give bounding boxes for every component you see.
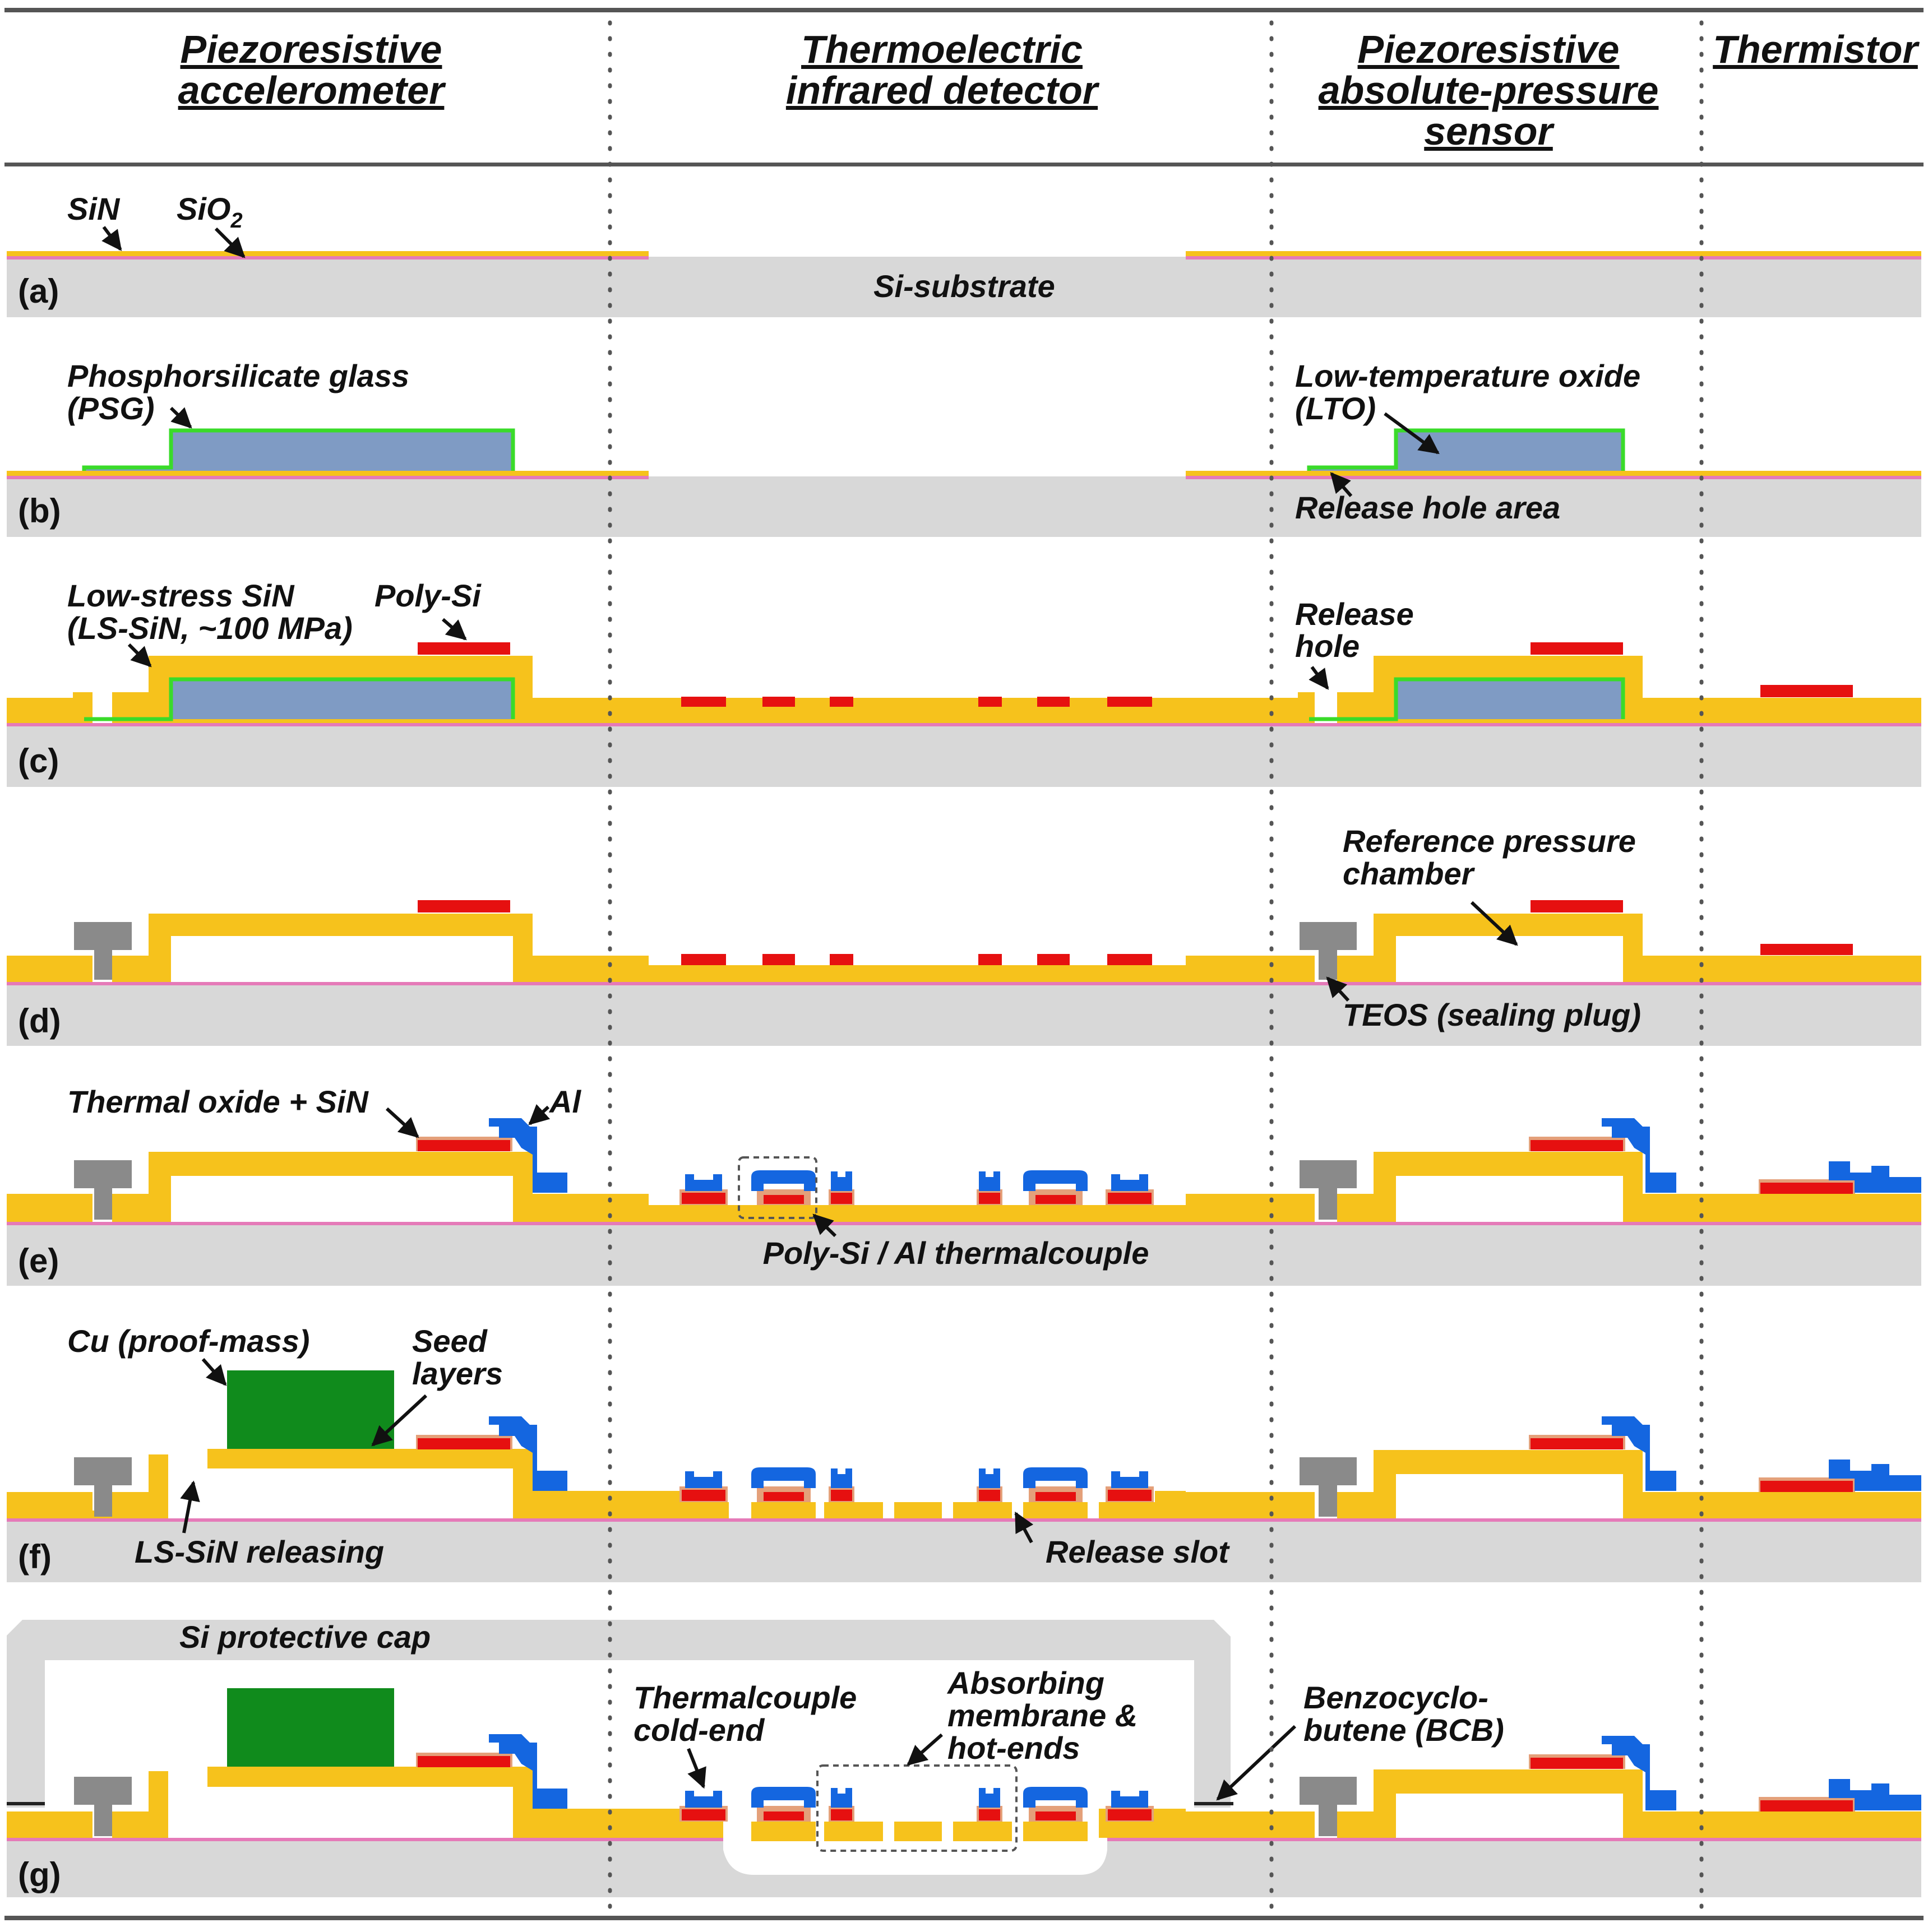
top-rule bbox=[4, 8, 1924, 12]
substrate-b bbox=[7, 476, 1921, 537]
bcb-label-1: Benzocyclo- bbox=[1303, 1680, 1488, 1715]
release-hole-area-label: Release hole area bbox=[1295, 490, 1560, 525]
lto-label-2: (LTO) bbox=[1295, 391, 1376, 426]
ref-chamber-label-2: chamber bbox=[1343, 856, 1476, 891]
header-col1-line1: Piezoresistive bbox=[181, 27, 442, 71]
step-label-g: (g) bbox=[18, 1856, 61, 1893]
cu-mass-label: Cu (proof-mass) bbox=[67, 1323, 309, 1359]
header-col3-line3: sensor bbox=[1424, 109, 1555, 153]
release-hole-label-1: Release bbox=[1295, 596, 1414, 632]
header-col4-line1: Thermistor bbox=[1713, 27, 1920, 71]
sin-label: SiN bbox=[67, 191, 121, 226]
sio2-left-a bbox=[7, 256, 649, 260]
release-hole-label-2: hole bbox=[1295, 628, 1360, 664]
header-col2: Thermoelectric infrared detector bbox=[786, 27, 1100, 112]
header-col3-line1: Piezoresistive bbox=[1358, 27, 1620, 71]
absorb-label-3: hot-ends bbox=[947, 1730, 1080, 1766]
step-label-b: (b) bbox=[18, 492, 61, 530]
released-membrane-segments-f bbox=[649, 1491, 1186, 1518]
substrate-a bbox=[7, 257, 1921, 317]
header-rule bbox=[4, 163, 1924, 166]
step-label-d: (d) bbox=[18, 1002, 61, 1040]
cu-proof-mass-f bbox=[227, 1370, 394, 1449]
row-f: (f) Cu (proof-mass) Seed layers LS-SiN r… bbox=[7, 1323, 1921, 1582]
sio2-label: SiO2 bbox=[177, 191, 243, 233]
ls-sin-label-2: (LS-SiN, ~100 MPa) bbox=[67, 610, 353, 646]
row-g: (g) Si protective cap Thermalcouple cold… bbox=[7, 1619, 1921, 1897]
sin-right-a bbox=[1186, 251, 1921, 257]
substrate-f bbox=[7, 1522, 1921, 1582]
si-substrate-label: Si-substrate bbox=[873, 268, 1055, 304]
tc-cold-label-2: cold-end bbox=[634, 1712, 765, 1748]
ls-sin-releasing-label: LS-SiN releasing bbox=[135, 1534, 384, 1569]
teos-label: TEOS (sealing plug) bbox=[1343, 997, 1641, 1032]
ref-chamber-label-1: Reference pressure bbox=[1343, 823, 1636, 859]
poly-si-label: Poly-Si bbox=[374, 578, 482, 613]
row-c: (c) Low-stress SiN (LS-SiN, ~100 MPa) Po… bbox=[7, 578, 1921, 787]
al-contact-thermistor-e bbox=[1829, 1161, 1921, 1193]
header-col1-line2: accelerometer bbox=[178, 68, 447, 112]
psg-block-b bbox=[82, 428, 515, 471]
row-b: (b) Phosphorsilicate glass (PSG) Low-tem… bbox=[7, 358, 1921, 537]
step-label-e: (e) bbox=[18, 1242, 59, 1280]
release-slot-label: Release slot bbox=[1046, 1534, 1230, 1569]
cavity-left-d bbox=[171, 936, 513, 982]
al-contact-right-e bbox=[1602, 1118, 1676, 1193]
reference-chamber-d bbox=[1396, 936, 1623, 982]
header-col3-line2: absolute-pressure bbox=[1319, 68, 1659, 112]
bottom-rule bbox=[4, 1916, 1924, 1920]
lto-block-b bbox=[1307, 428, 1625, 471]
thermocouple-label: Poly-Si / Al thermalcouple bbox=[763, 1235, 1149, 1271]
header-col3: Piezoresistive absolute-pressure sensor bbox=[1319, 27, 1659, 153]
header-col2-line2: infrared detector bbox=[786, 68, 1100, 112]
substrate-g bbox=[7, 1841, 1921, 1897]
step-label-a: (a) bbox=[18, 272, 59, 310]
seed-label-1: Seed bbox=[412, 1323, 488, 1359]
teos-plug-left-d bbox=[74, 922, 132, 980]
psg-label-2: (PSG) bbox=[67, 391, 155, 426]
cu-proof-mass-g bbox=[227, 1688, 394, 1767]
poly-si-left-c bbox=[418, 642, 510, 655]
substrate-e bbox=[7, 1225, 1921, 1286]
sio2-right-a bbox=[1186, 256, 1921, 260]
al-label: Al bbox=[548, 1084, 581, 1119]
row-a: (a) Si-substrate SiN SiO2 bbox=[7, 191, 1921, 317]
thermal-oxide-label: Thermal oxide + SiN bbox=[67, 1084, 369, 1119]
sin-left-a bbox=[7, 251, 649, 257]
substrate-d bbox=[7, 985, 1921, 1046]
header-col1: Piezoresistive accelerometer bbox=[178, 27, 447, 112]
row-e: (e) Thermal oxide + SiN Al Poly-Si / Al … bbox=[7, 1084, 1921, 1286]
bcb-label-2: butene (BCB) bbox=[1303, 1712, 1504, 1748]
lto-label-1: Low-temperature oxide bbox=[1295, 358, 1640, 393]
seed-label-2: layers bbox=[412, 1356, 503, 1391]
absorb-label-2: membrane & bbox=[947, 1698, 1138, 1733]
tc-cold-label-1: Thermalcouple bbox=[634, 1680, 857, 1715]
teos-plug-right-d bbox=[1300, 922, 1357, 980]
absorb-label-1: Absorbing bbox=[946, 1665, 1104, 1701]
ls-sin-label-1: Low-stress SiN bbox=[67, 578, 295, 613]
header-col2-line1: Thermoelectric bbox=[801, 27, 1083, 71]
si-protective-cap bbox=[7, 1620, 1231, 1808]
thermocouples-e bbox=[679, 1156, 1154, 1219]
si-cap-label: Si protective cap bbox=[179, 1619, 431, 1655]
substrate-c bbox=[7, 726, 1921, 787]
step-label-c: (c) bbox=[18, 742, 59, 780]
al-contact-left-e bbox=[489, 1118, 567, 1193]
row-d: (d) Reference pressure chamber TEOS (sea… bbox=[7, 823, 1921, 1046]
step-label-f: (f) bbox=[18, 1538, 52, 1576]
sin-middle-c bbox=[649, 706, 1186, 723]
header-col4: Thermistor bbox=[1713, 27, 1920, 71]
thermistor-poly-si-c bbox=[1760, 685, 1853, 697]
column-dividers bbox=[608, 20, 1704, 1916]
psg-label-1: Phosphorsilicate glass bbox=[67, 358, 409, 393]
